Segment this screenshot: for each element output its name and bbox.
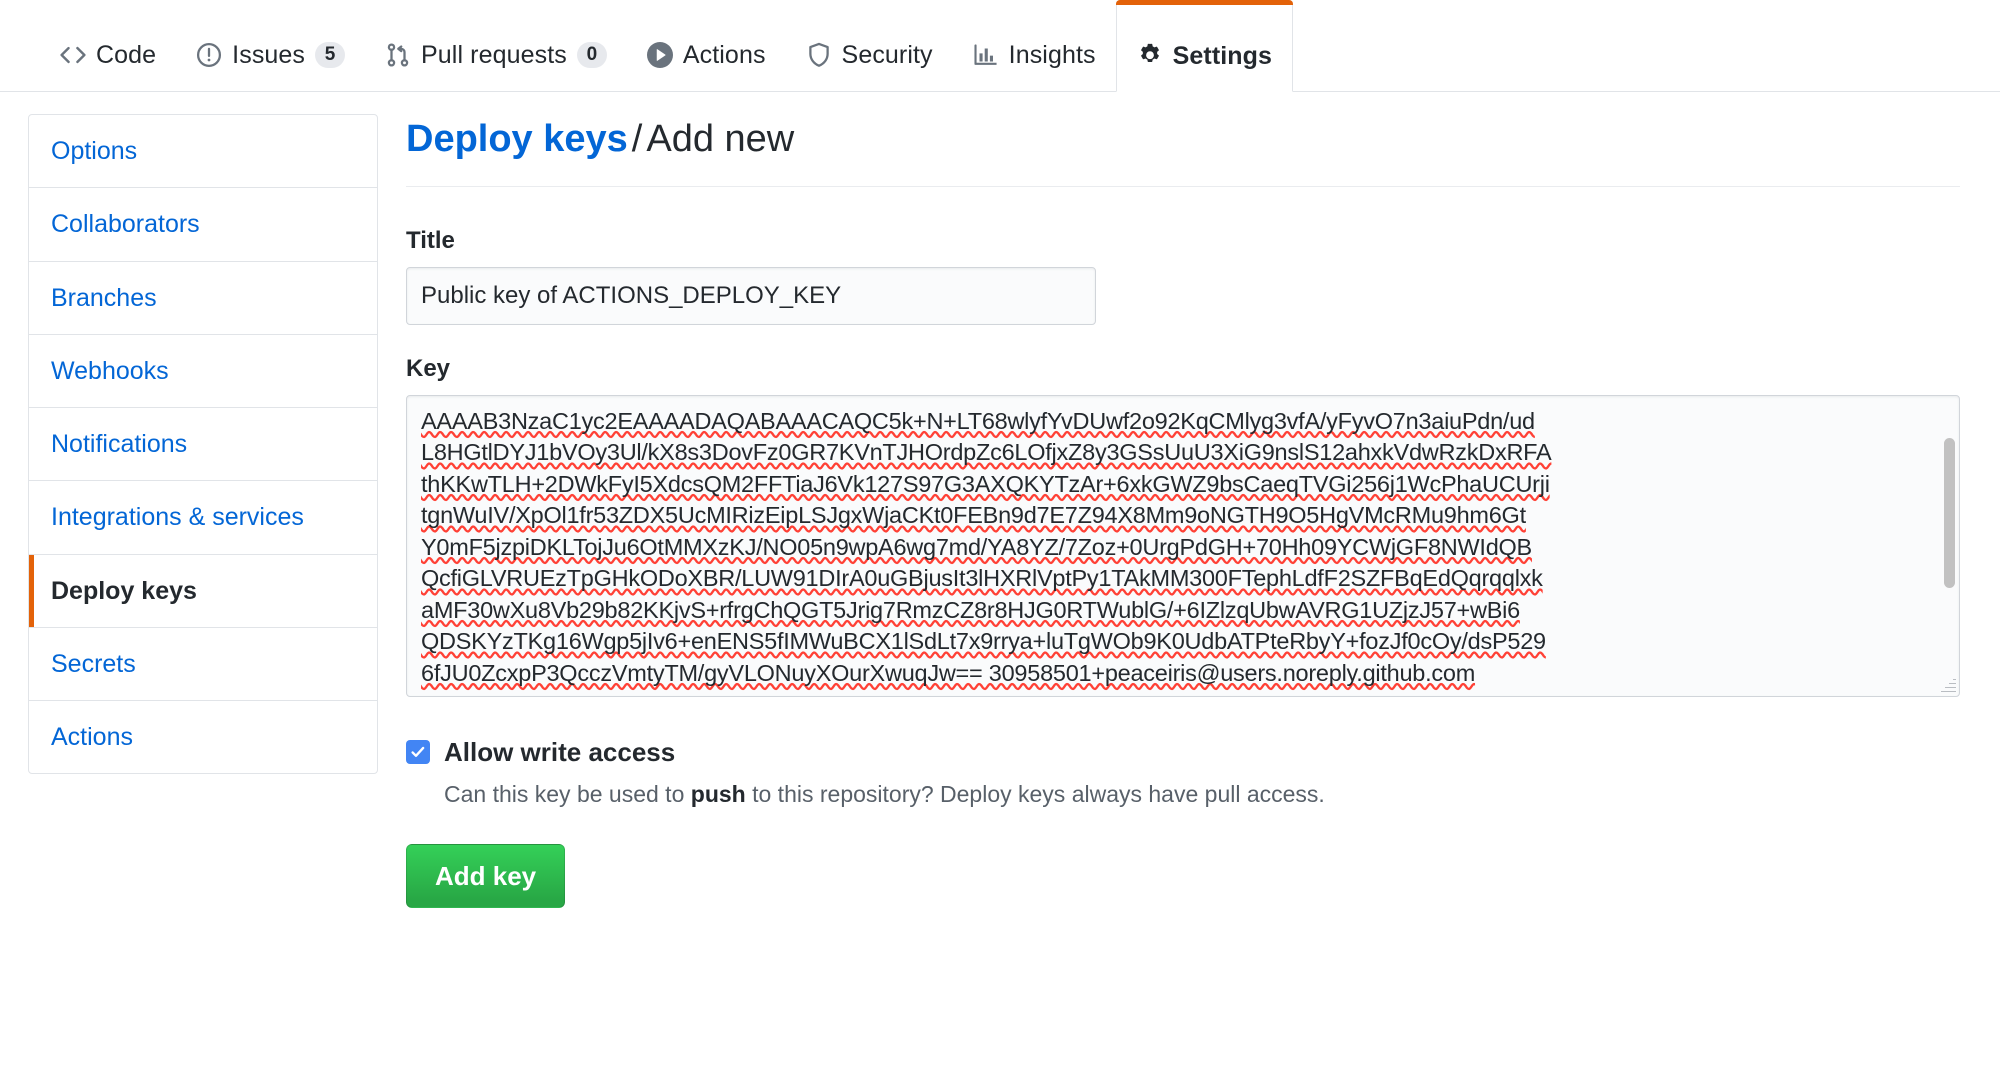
- key-line: AAAAB3NzaC1yc2EAAAADAQABAAACAQC5k+N+LT68…: [421, 407, 1535, 434]
- sidebar-item-notifications[interactable]: Notifications: [29, 408, 377, 482]
- key-line: 6fJU0ZcxpP3QcczVmtyTM/gyVLONuyXOurXwuqJw…: [421, 659, 1476, 686]
- title-input[interactable]: [406, 266, 1096, 325]
- tab-pull-requests-label: Pull requests: [421, 40, 567, 69]
- scrollbar-thumb[interactable]: [1944, 437, 1955, 588]
- sidebar-item-actions[interactable]: Actions: [29, 701, 377, 773]
- breadcrumb-deploy-keys-link[interactable]: Deploy keys: [406, 118, 628, 160]
- code-icon: [60, 42, 86, 68]
- tab-actions-label: Actions: [682, 40, 766, 69]
- sidebar-item-webhooks[interactable]: Webhooks: [29, 335, 377, 408]
- sidebar-item-label: Webhooks: [51, 356, 169, 385]
- breadcrumb-current: Add new: [646, 118, 795, 160]
- key-line: QDSKYzTKg16Wgp5jIv6+enENS5fIMWuBCX1lSdLt…: [421, 628, 1546, 654]
- sidebar-item-label: Secrets: [51, 649, 136, 678]
- shield-icon: [806, 42, 832, 68]
- key-line: L8HGtlDYJ1bVOy3Ul/kX8s3DovFz0GR7KVnTJHOr…: [421, 439, 1552, 465]
- tab-code-label: Code: [96, 40, 157, 69]
- breadcrumb-separator: /: [631, 118, 643, 160]
- page-title: Deploy keys/Add new: [406, 116, 1960, 187]
- tab-insights-label: Insights: [1008, 40, 1096, 69]
- title-field-label: Title: [406, 226, 455, 254]
- tab-settings[interactable]: Settings: [1115, 0, 1294, 92]
- key-line: QcfiGLVRUEzTpGHkODoXBR/LUW91DIrA0uGBjusI…: [421, 565, 1543, 591]
- key-textarea-scrollbar[interactable]: [1944, 437, 1955, 690]
- key-line: thKKwTLH+2DWkFyI5XdcsQM2FFTiaJ6Vk127S97G…: [421, 470, 1550, 497]
- help-suffix: to this repository? Deploy keys always h…: [745, 780, 1325, 807]
- key-line: aMF30wXu8Vb29b82KKjvS+rfrgChQGT5Jrig7Rmz…: [421, 596, 1520, 623]
- key-field-group: Key AAAAB3NzaC1yc2EAAAADAQABAAACAQC5k+N+…: [406, 355, 1960, 697]
- allow-write-access-checkbox[interactable]: [406, 740, 430, 764]
- key-line: Y0mF5jzpiDKLTojJu6OtMMXzKJ/NO05n9wpA6wg7…: [421, 533, 1532, 560]
- sidebar-item-label: Deploy keys: [51, 576, 197, 605]
- issues-count-badge: 5: [315, 41, 346, 69]
- help-bold-push: push: [690, 780, 746, 807]
- sidebar-item-options[interactable]: Options: [29, 115, 377, 189]
- sidebar-item-label: Options: [51, 137, 138, 165]
- git-pull-request-icon: [385, 42, 411, 68]
- sidebar-item-secrets[interactable]: Secrets: [29, 628, 377, 701]
- sidebar-item-label: Integrations & services: [51, 503, 304, 532]
- settings-sidebar: Options Collaborators Branches Webhooks …: [28, 114, 378, 775]
- tab-insights[interactable]: Insights: [953, 0, 1116, 91]
- play-icon: [646, 42, 673, 68]
- issue-opened-icon: [196, 42, 222, 68]
- help-prefix: Can this key be used to: [444, 780, 691, 807]
- tab-security-label: Security: [841, 40, 933, 69]
- sidebar-item-branches[interactable]: Branches: [29, 262, 377, 335]
- sidebar-item-label: Actions: [51, 723, 133, 751]
- tab-code[interactable]: Code: [40, 0, 176, 91]
- tab-settings-label: Settings: [1172, 41, 1273, 70]
- add-key-button[interactable]: Add key: [406, 843, 566, 908]
- graph-icon: [973, 42, 999, 68]
- tab-pull-requests[interactable]: Pull requests 0: [365, 0, 627, 91]
- main-content: Deploy keys/Add new Title Key AAAAB3NzaC…: [406, 114, 1960, 908]
- sidebar-item-label: Collaborators: [51, 210, 200, 239]
- allow-write-access-help: Can this key be used to push to this rep…: [444, 778, 1960, 810]
- repo-nav: Code Issues 5 Pull requests 0 Actions Se…: [0, 0, 2000, 92]
- sidebar-item-label: Branches: [51, 283, 157, 312]
- key-line: tgnWuIV/XpOl1fr53ZDX5UcMIRizEipLSJgxWjaC…: [421, 502, 1526, 528]
- tab-security[interactable]: Security: [786, 0, 953, 91]
- sidebar-item-deploy-keys[interactable]: Deploy keys: [29, 554, 377, 628]
- key-textarea[interactable]: AAAAB3NzaC1yc2EAAAADAQABAAACAQC5k+N+LT68…: [406, 394, 1960, 697]
- allow-write-access-row[interactable]: Allow write access: [406, 737, 1960, 768]
- allow-write-access-label: Allow write access: [444, 736, 676, 767]
- sidebar-item-collaborators[interactable]: Collaborators: [29, 188, 377, 262]
- pull-requests-count-badge: 0: [576, 41, 607, 69]
- key-field-label: Key: [406, 354, 451, 382]
- sidebar-item-integrations-and-services[interactable]: Integrations & services: [29, 481, 377, 555]
- check-icon: [411, 746, 425, 758]
- tab-issues[interactable]: Issues 5: [176, 0, 365, 91]
- tab-issues-label: Issues: [232, 40, 306, 69]
- gear-icon: [1137, 43, 1163, 69]
- key-textarea-wrap: AAAAB3NzaC1yc2EAAAADAQABAAACAQC5k+N+LT68…: [406, 394, 1960, 697]
- tab-actions[interactable]: Actions: [627, 0, 786, 91]
- page-body: Options Collaborators Branches Webhooks …: [0, 92, 2000, 908]
- title-field-group: Title: [406, 227, 1960, 325]
- sidebar-item-label: Notifications: [51, 430, 188, 458]
